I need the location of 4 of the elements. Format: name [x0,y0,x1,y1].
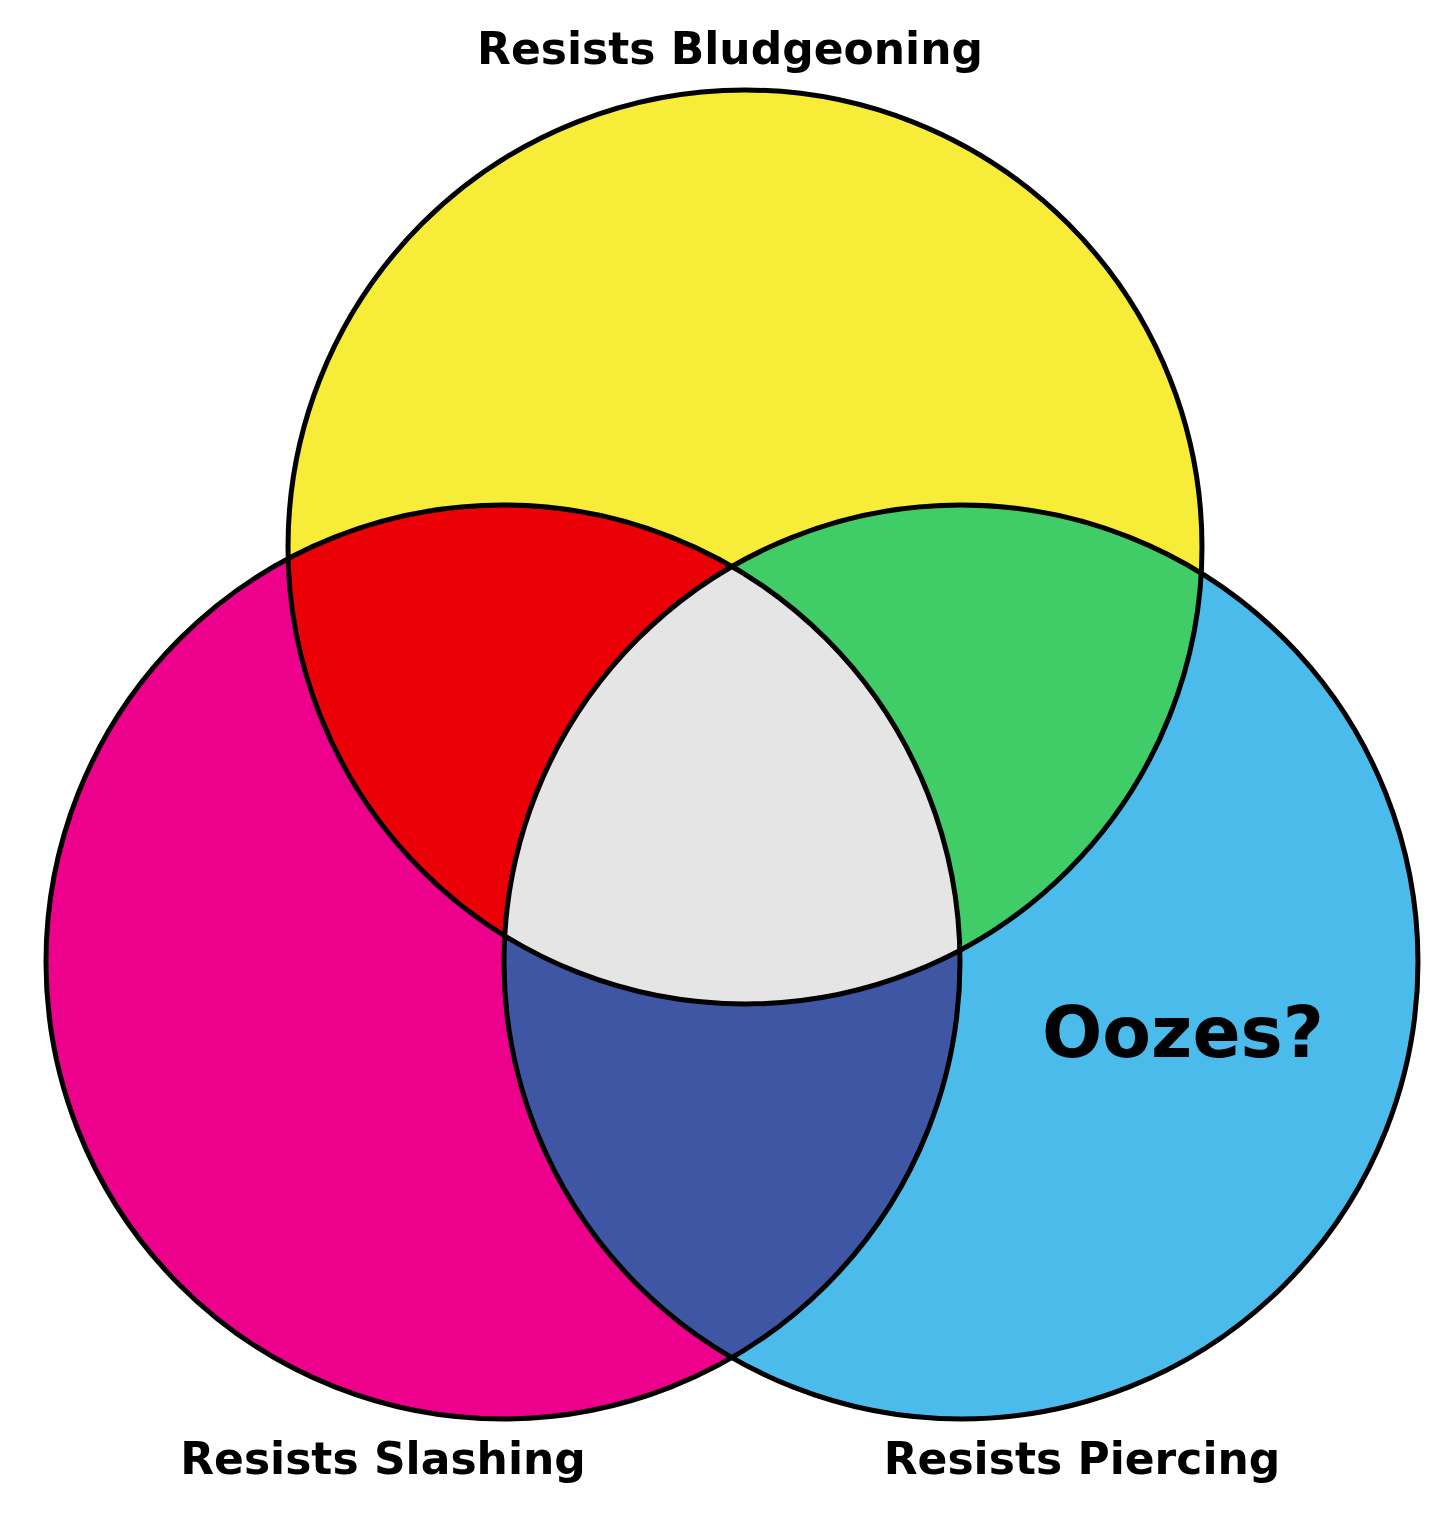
region-annotation: Oozes? [1041,993,1325,1073]
set-label: Resists Bludgeoning [477,24,983,74]
set-label: Resists Slashing [180,1434,586,1484]
set-label: Resists Piercing [883,1434,1281,1484]
